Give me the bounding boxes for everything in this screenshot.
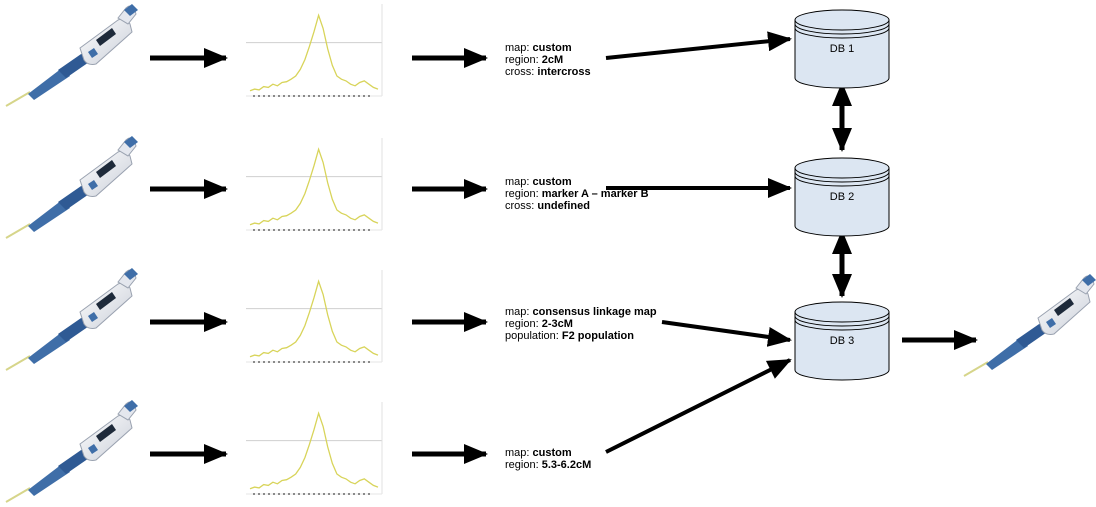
param-line: population: F2 population <box>505 330 634 342</box>
lod-plot-thumbnail-3 <box>246 270 383 363</box>
arrow-params-to-db3-a <box>661 320 792 347</box>
param-line: cross: intercross <box>505 66 591 78</box>
pipette-icon-2 <box>5 135 139 239</box>
database-label: DB 1 <box>830 43 854 55</box>
param-line: region: 5.3-6.2cM <box>505 459 592 471</box>
database-icon-1: DB 1 <box>794 9 890 89</box>
param-line: region: 2-3cM <box>505 318 573 330</box>
param-line: region: marker A – marker B <box>505 188 649 200</box>
database-icon-3: DB 3 <box>794 301 890 381</box>
param-line: region: 2cM <box>505 54 564 66</box>
param-line: cross: undefined <box>505 200 590 212</box>
param-line: map: custom <box>505 447 572 459</box>
pipette-icon-4 <box>5 399 139 503</box>
arrow-params-to-db1 <box>605 31 792 60</box>
database-icon-2: DB 2 <box>794 157 890 237</box>
param-line: map: consensus linkage map <box>505 306 657 318</box>
database-label: DB 2 <box>830 191 854 203</box>
database-label: DB 3 <box>830 335 854 347</box>
pipette-icon-3 <box>5 267 139 371</box>
param-line: map: custom <box>505 176 572 188</box>
param-line: map: custom <box>505 42 572 54</box>
params-row-1: map: custom region: 2cM cross: intercros… <box>505 42 591 78</box>
lod-plot-thumbnail-2 <box>246 138 383 231</box>
lod-plot-thumbnail-4 <box>246 402 383 495</box>
pipette-icon-output <box>963 273 1096 377</box>
params-row-2: map: custom region: marker A – marker B … <box>505 176 649 212</box>
arrow-params-to-db3-b <box>605 358 792 454</box>
lod-plot-thumbnail-1 <box>246 4 383 97</box>
params-row-4: map: custom region: 5.3-6.2cM <box>505 447 591 471</box>
pipette-icon-1 <box>5 3 139 107</box>
params-row-3: map: consensus linkage map region: 2-3cM… <box>505 306 657 342</box>
